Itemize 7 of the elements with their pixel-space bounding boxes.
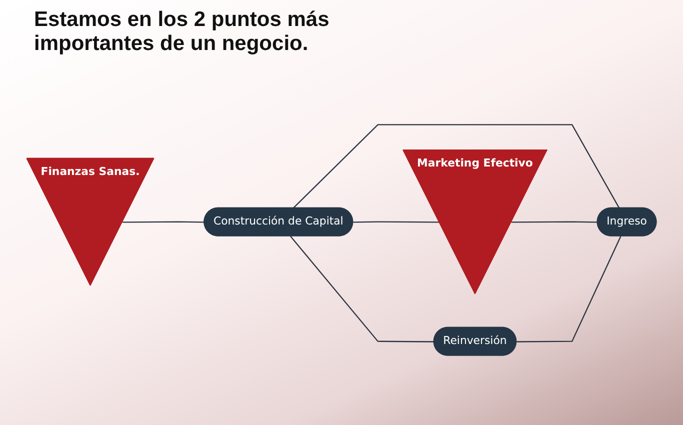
title: Estamos en los 2 puntos más importantes de un negocio. (34, 8, 330, 56)
connector (290, 236, 434, 342)
connector (516, 236, 622, 342)
connector (353, 221, 440, 223)
connector (292, 124, 620, 209)
connector (511, 221, 598, 223)
connector (122, 221, 204, 223)
